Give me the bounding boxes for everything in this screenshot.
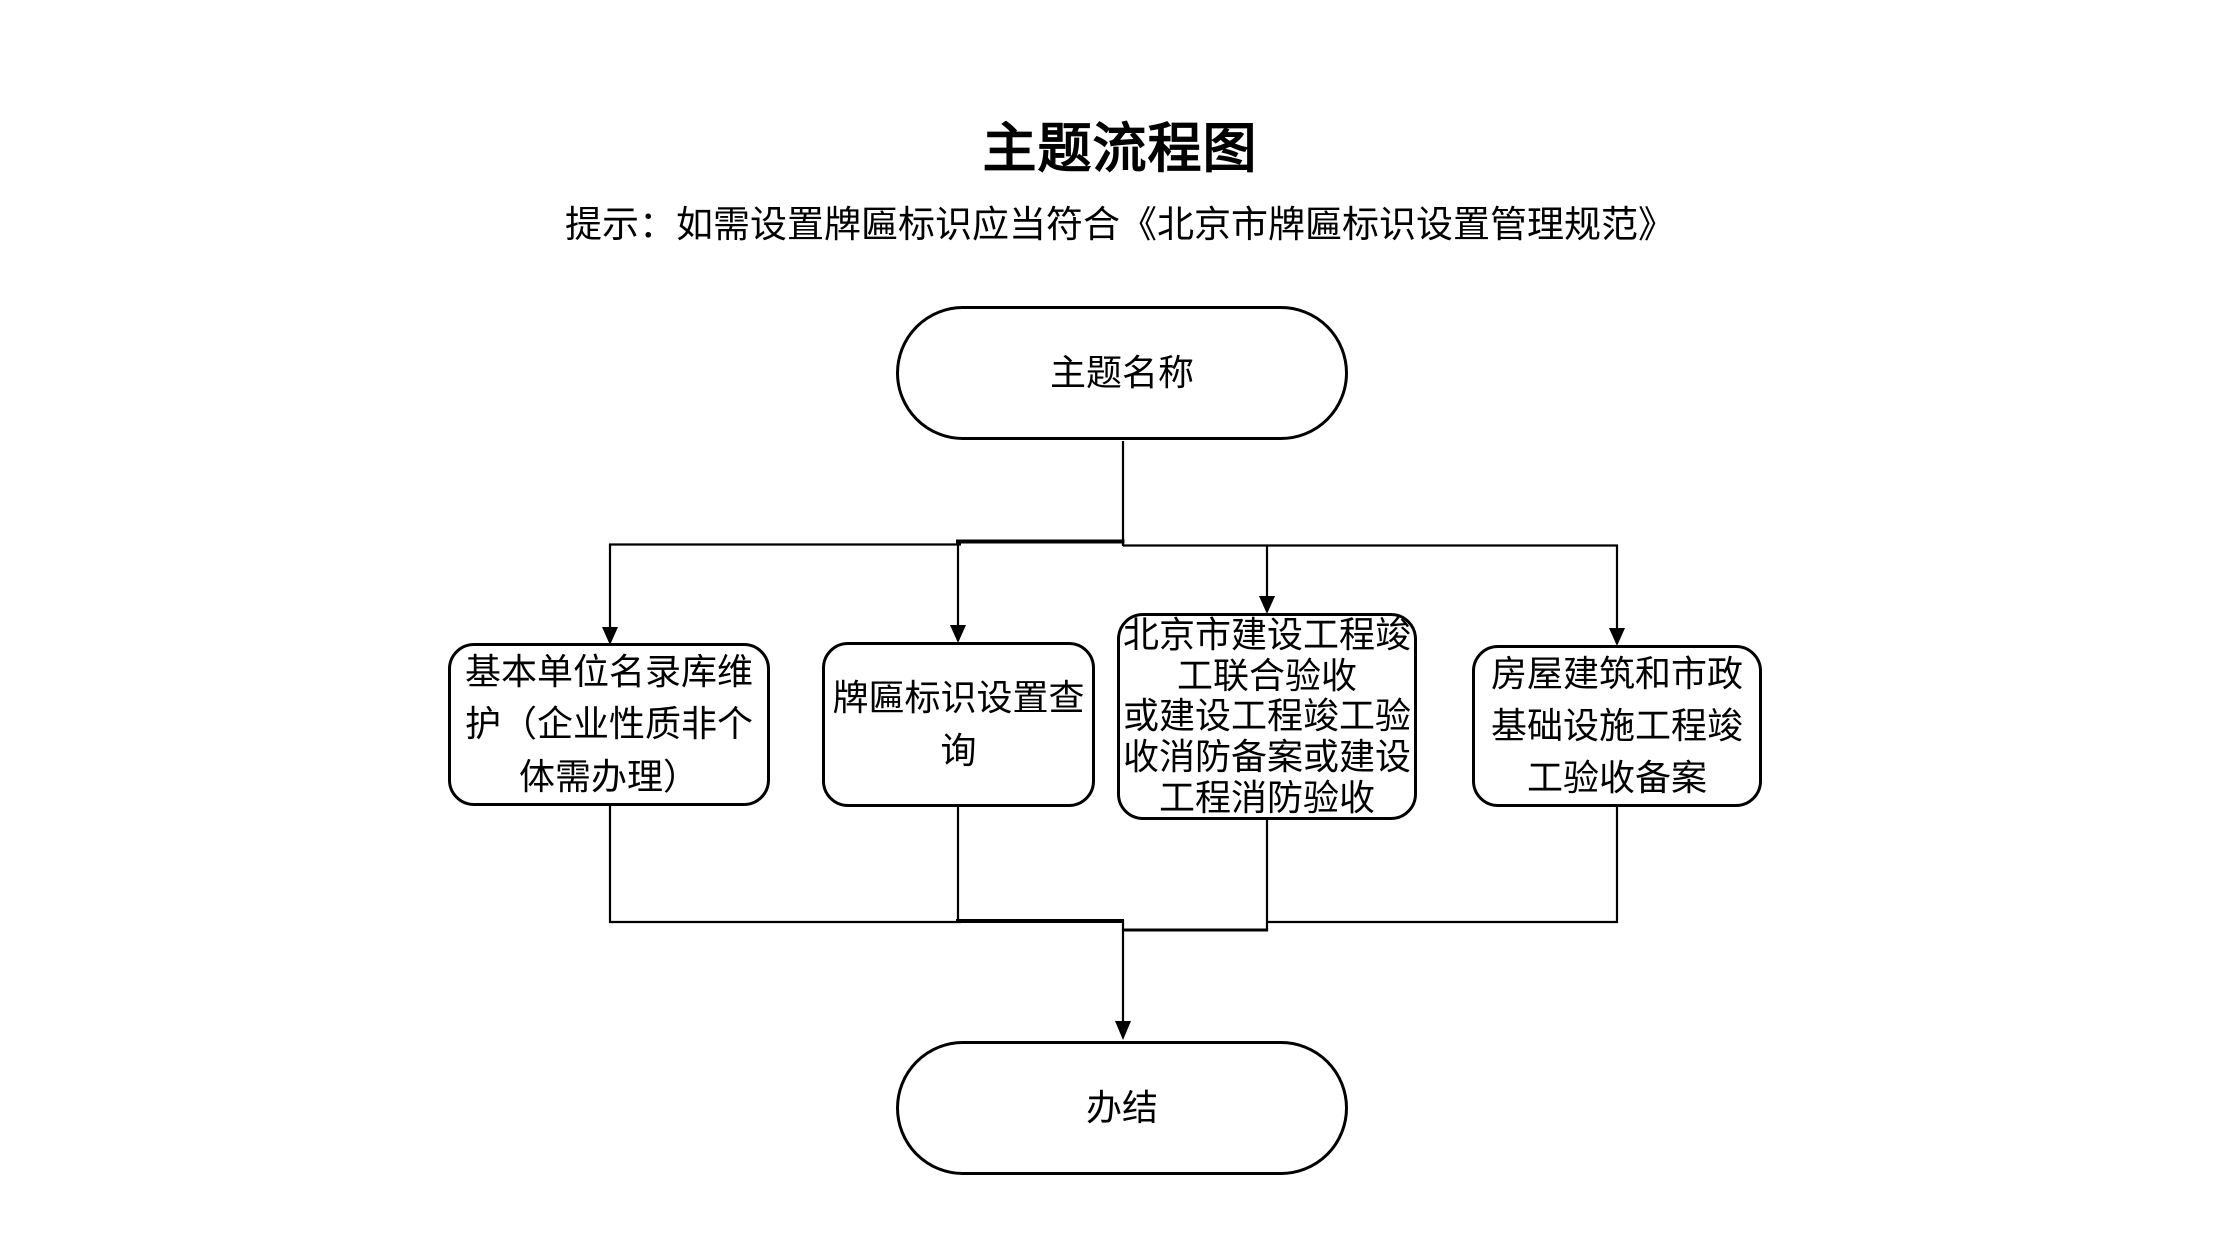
- arrowhead-box4: [1609, 628, 1625, 646]
- node-housing-municipal-filing-label: 房屋建筑和市政基础设施工程竣工验收备案: [1490, 653, 1743, 799]
- arrowhead-box1: [602, 627, 618, 645]
- node-plaque-sign-query: 牌匾标识设置查询: [822, 642, 1095, 807]
- node-plaque-sign-query-label: 牌匾标识设置查询: [832, 678, 1085, 771]
- arrowhead-box2: [950, 625, 966, 643]
- page-title: 主题流程图: [982, 117, 1258, 180]
- hint-text: 提示：如需设置牌匾标识应当符合《北京市牌匾标识设置管理规范》: [565, 205, 1675, 246]
- node-end-label: 办结: [1085, 1087, 1158, 1128]
- arrowhead-end: [1115, 1021, 1131, 1040]
- node-label-line2: 或建设工程竣工验收消防备案或建设工程消防验收: [1123, 696, 1412, 818]
- node-construction-completion-acceptance: 北京市建设工程竣工联合验收 或建设工程竣工验收消防备案或建设工程消防验收: [1117, 613, 1417, 820]
- node-basic-unit-directory: 基本单位名录库维护（企业性质非个体需办理）: [448, 643, 770, 806]
- node-start-label: 主题名称: [1049, 352, 1194, 393]
- node-end-complete: 办结: [896, 1041, 1348, 1175]
- node-basic-unit-directory-label: 基本单位名录库维护（企业性质非个体需办理）: [464, 652, 753, 797]
- node-start-theme-name: 主题名称: [896, 306, 1348, 440]
- node-label-line1: 北京市建设工程竣工联合验收: [1123, 614, 1412, 696]
- node-housing-municipal-filing: 房屋建筑和市政基础设施工程竣工验收备案: [1472, 645, 1762, 807]
- arrowhead-box3: [1259, 596, 1275, 614]
- node-construction-completion-acceptance-label: 北京市建设工程竣工联合验收 或建设工程竣工验收消防备案或建设工程消防验收: [1123, 615, 1411, 818]
